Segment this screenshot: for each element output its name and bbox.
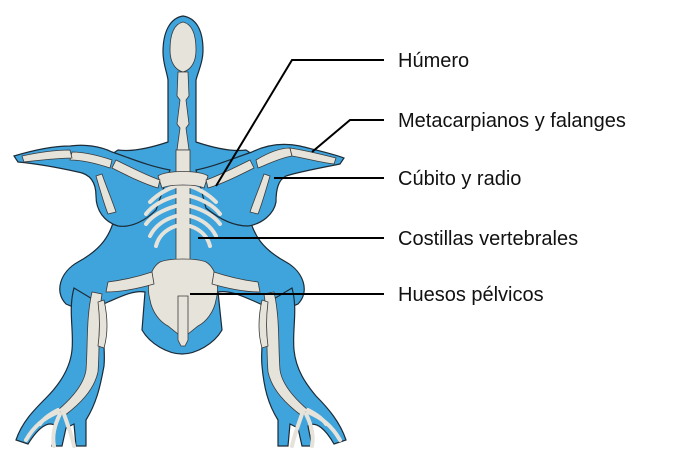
label-huesos-pelvicos: Huesos pélvicos [398, 284, 544, 306]
right-fibula [259, 300, 268, 348]
label-cubito-radio: Cúbito y radio [398, 168, 521, 190]
leader-metacarpianos [312, 120, 384, 152]
label-metacarpianos-falanges: Metacarpianos y falanges [398, 110, 626, 132]
spine [176, 150, 190, 260]
tail-vertebrae [178, 296, 188, 346]
label-costillas-vertebrales: Costillas vertebrales [398, 228, 578, 250]
label-humero: Húmero [398, 50, 469, 72]
left-fibula [98, 300, 107, 348]
neck-vertebrae [177, 72, 189, 150]
labels: Húmero Metacarpianos y falanges Cúbito y… [398, 50, 626, 306]
skull [170, 22, 196, 72]
